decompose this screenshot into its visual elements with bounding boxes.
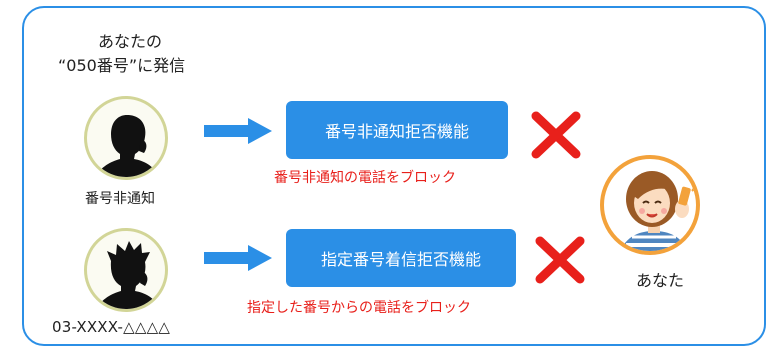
silhouette-person-on-phone-icon: [96, 241, 160, 309]
caller-1-label: 番号非通知: [85, 191, 155, 207]
red-x-icon: [531, 111, 581, 159]
red-x-icon: [535, 236, 585, 284]
silhouette-person-on-phone-icon: [95, 115, 159, 177]
intro-line-1: あなたの: [98, 32, 163, 51]
specified-number-reject-feature-button[interactable]: 指定番号着信拒否機能: [286, 229, 516, 287]
right-arrow-icon: [204, 118, 272, 144]
right-arrow-icon: [204, 245, 272, 271]
specified-number-caller-avatar: [84, 228, 168, 312]
caller-2-label: 03-XXXX-△△△△: [52, 318, 171, 336]
block-text-2: 指定した番号からの電話をブロック: [247, 300, 471, 316]
anonymous-reject-feature-button[interactable]: 番号非通知拒否機能: [286, 101, 508, 159]
intro-line-2: “050番号”に発信: [58, 56, 186, 75]
recipient-label: あなた: [636, 271, 685, 290]
recipient-avatar: [600, 155, 700, 255]
block-text-1: 番号非通知の電話をブロック: [274, 170, 456, 186]
woman-with-phone-icon: [620, 171, 696, 251]
anonymous-caller-avatar: [84, 96, 168, 180]
